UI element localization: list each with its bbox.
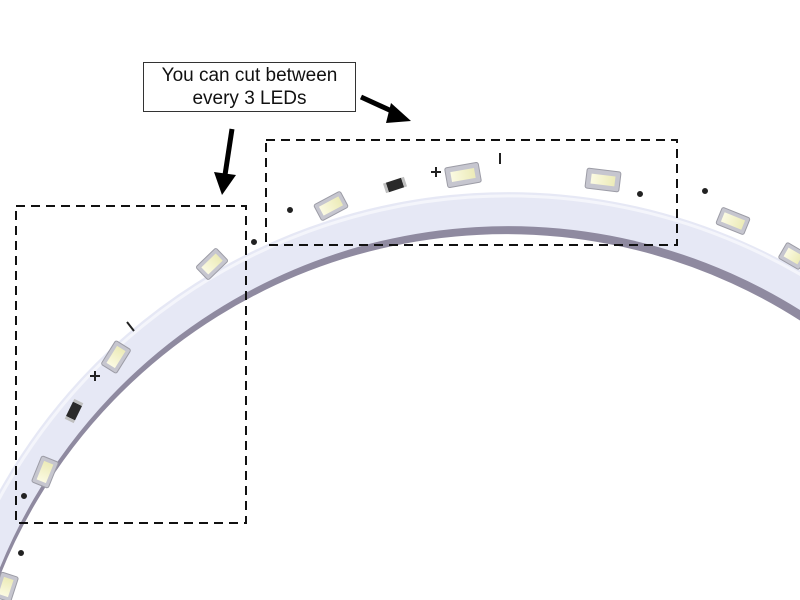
- led: [313, 191, 349, 221]
- solder-dot: [287, 207, 293, 213]
- led-strip: [0, 192, 800, 576]
- led: [196, 248, 228, 280]
- resistor: [382, 176, 408, 194]
- strip-shadow: [0, 204, 800, 576]
- solder-dot: [637, 191, 643, 197]
- cut-region-box-top: [265, 139, 678, 246]
- minus-mark: [126, 321, 135, 332]
- annotation-line-2: every 3 LEDs: [192, 88, 307, 109]
- led: [584, 167, 622, 193]
- led: [0, 571, 19, 600]
- solder-dot: [18, 550, 24, 556]
- led: [778, 242, 800, 270]
- cut-region-box-left: [15, 205, 247, 524]
- solder-dot: [702, 188, 708, 194]
- annotation-label: You can cut between every 3 LEDs: [143, 62, 356, 112]
- resistor-group: [64, 176, 408, 424]
- arrow-down-right-icon: [359, 94, 411, 123]
- strip-body: [0, 192, 800, 568]
- arrow-down-icon: [214, 128, 236, 195]
- annotation-line-1: You can cut between: [161, 65, 338, 86]
- led: [444, 162, 482, 188]
- led-group: [0, 162, 800, 600]
- solder-dot: [251, 239, 257, 245]
- strip-edge-highlight: [0, 194, 800, 501]
- led: [715, 207, 751, 235]
- led: [31, 455, 59, 489]
- resistor: [64, 398, 84, 424]
- strip-markings: [18, 153, 708, 556]
- led: [101, 340, 131, 374]
- solder-dot: [21, 493, 27, 499]
